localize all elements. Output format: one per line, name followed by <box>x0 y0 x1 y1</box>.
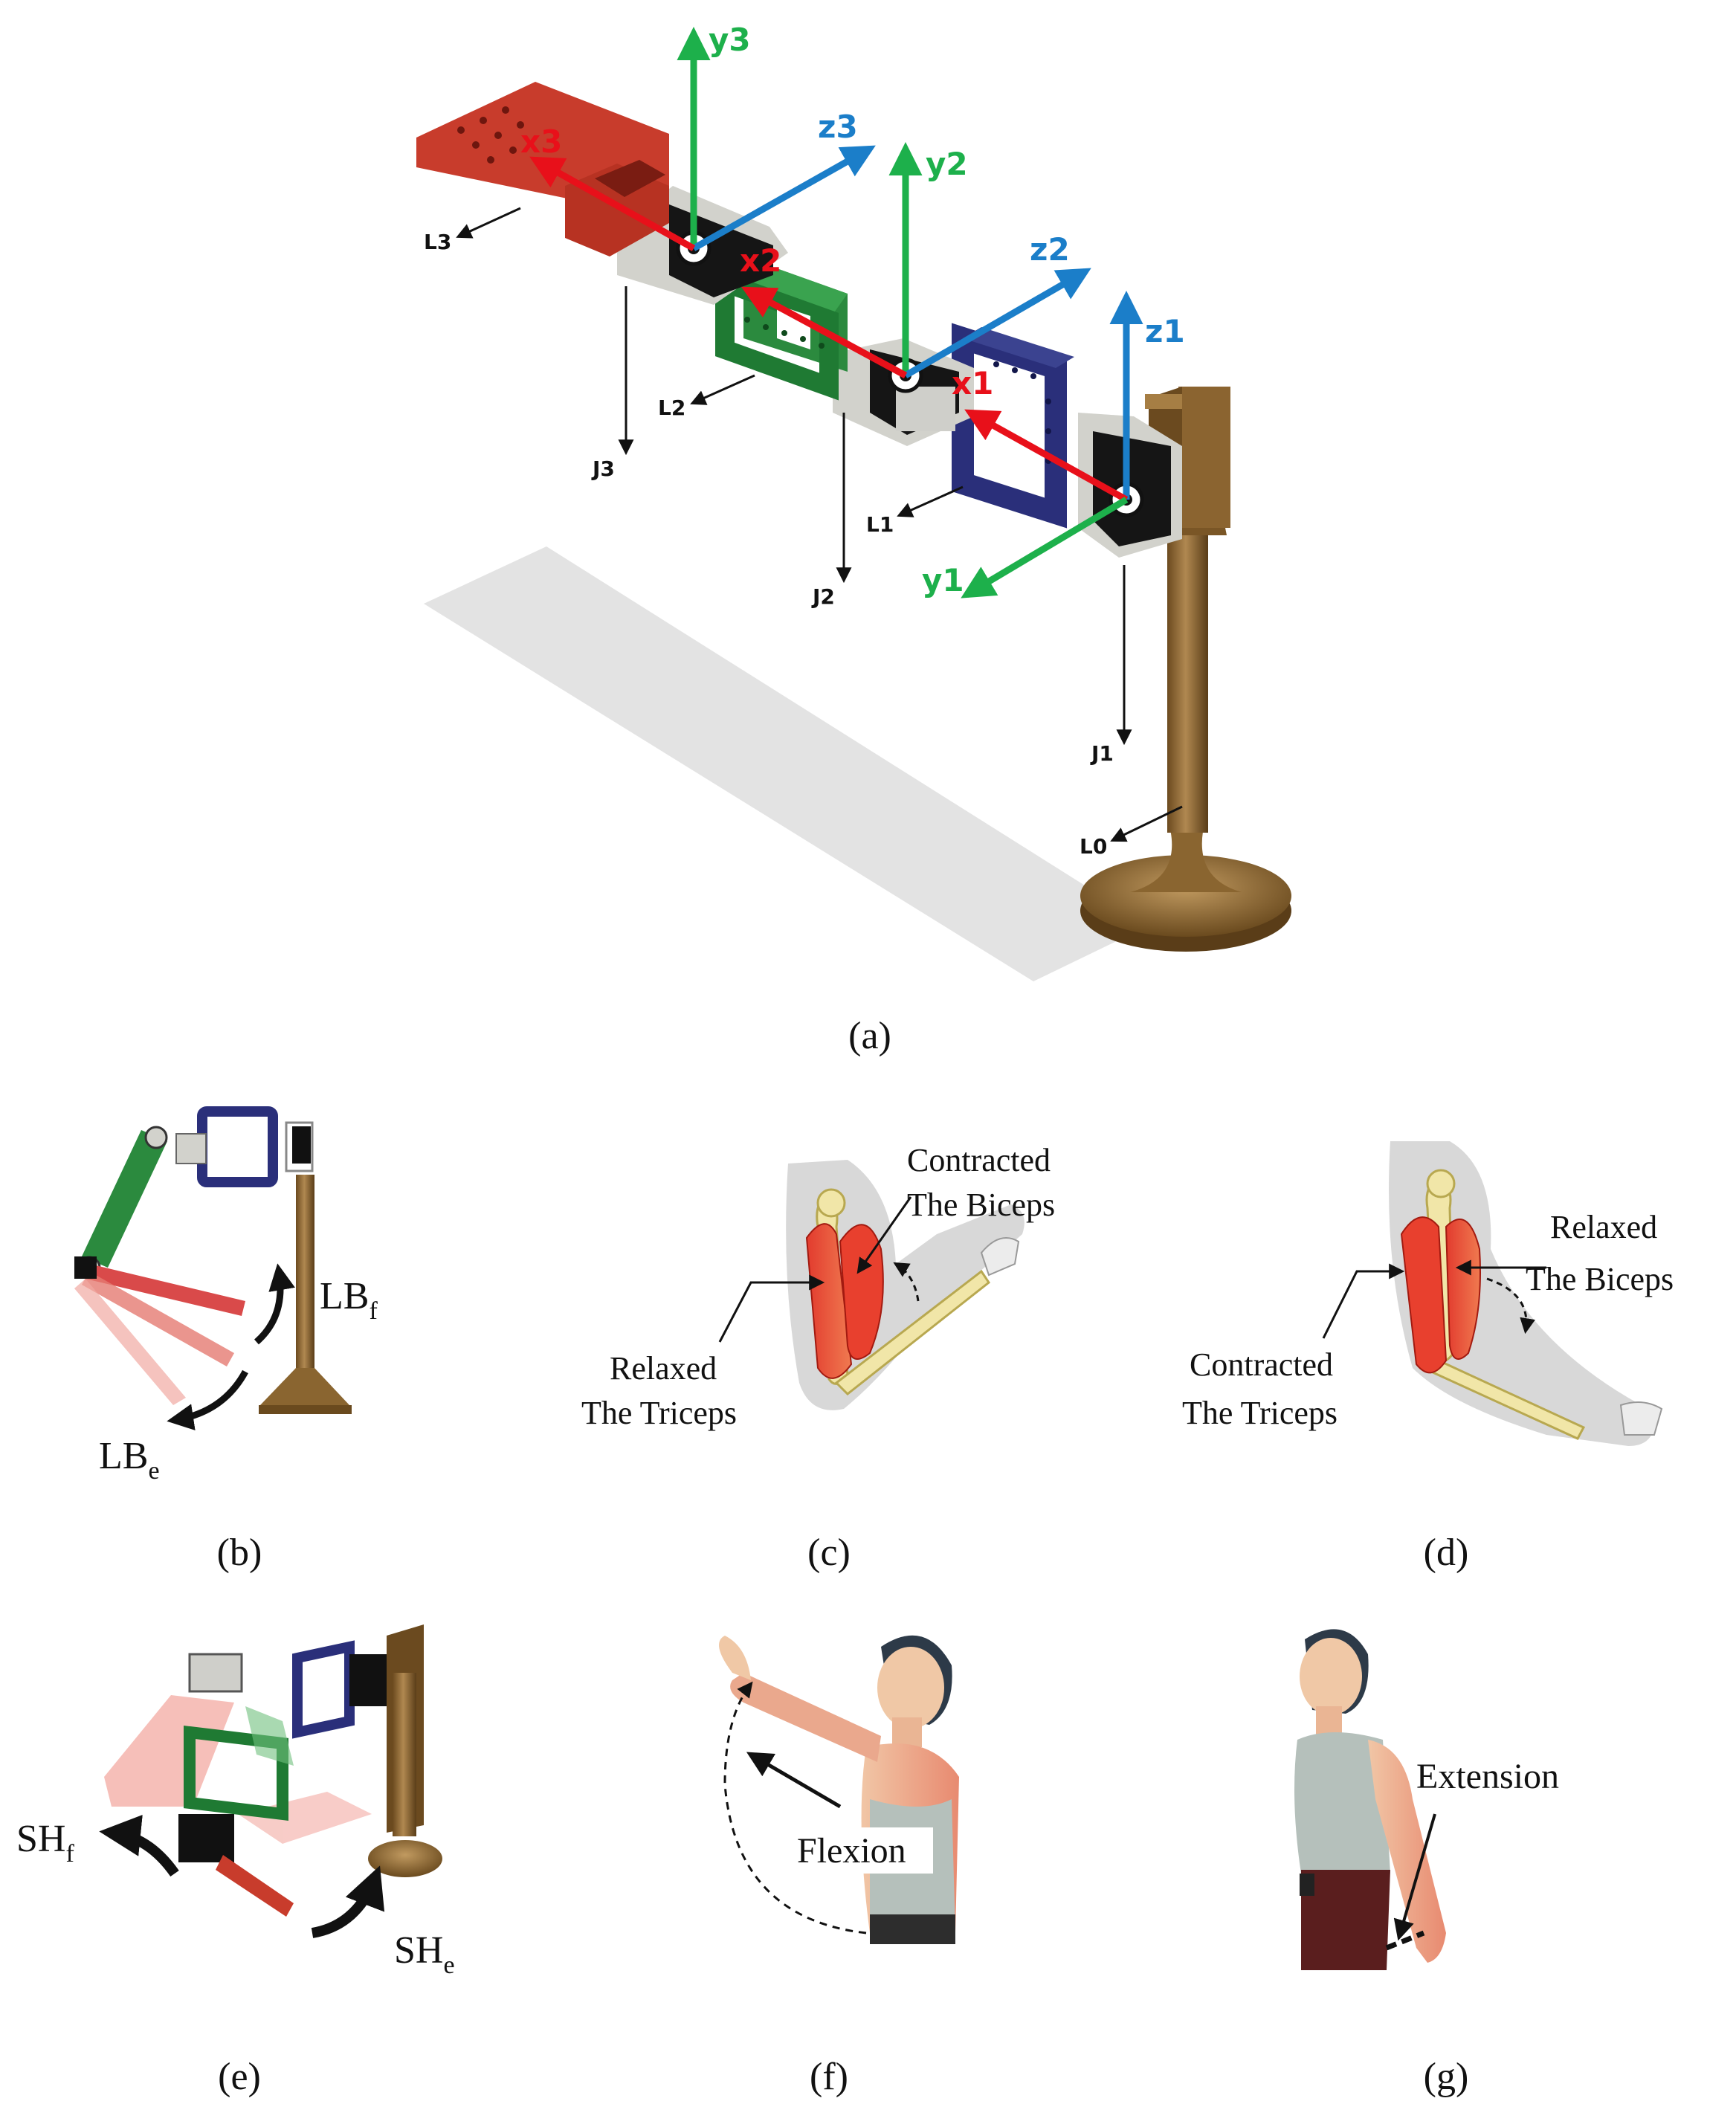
J3-label: J3 <box>591 456 615 481</box>
red-ghost-e <box>104 1695 372 1844</box>
muscles-d <box>1400 1216 1481 1374</box>
L0-leader <box>1110 805 1183 842</box>
extension-label: Extension <box>1416 1757 1559 1796</box>
panel-c: Contracted The Biceps Relaxed The Tricep… <box>581 1142 1055 1574</box>
hand-c <box>980 1237 1020 1277</box>
extension-leader-g <box>1393 1813 1436 1941</box>
LBe-label: LBe <box>99 1435 160 1485</box>
L1-label: L1 <box>866 512 894 537</box>
L2-label: L2 <box>658 396 685 420</box>
z1-label: z1 <box>1145 313 1185 349</box>
L3-label: L3 <box>424 230 451 254</box>
relaxed-biceps-line2: The Biceps <box>1526 1261 1674 1297</box>
caption-d: (d) <box>1424 1532 1469 1574</box>
extension-arrow-e <box>311 1865 385 1938</box>
contracted-biceps-line2: The Biceps <box>907 1187 1055 1223</box>
flexion-leader-f <box>746 1752 842 1809</box>
panel-b: LBf LBe (b) <box>74 1106 378 1574</box>
caption-g: (g) <box>1424 2056 1469 2098</box>
panel-a: y3 z3 x3 y2 z2 x2 z1 x1 y1 L3 L2 L1 L0 J… <box>416 22 1291 1057</box>
person-f <box>719 1635 959 1944</box>
flexion-arrow-b <box>254 1263 295 1345</box>
relaxed-triceps-line1: Relaxed <box>610 1350 717 1387</box>
contracted-triceps-line1: Contracted <box>1190 1346 1333 1383</box>
arm-floor-shadow <box>424 546 1149 981</box>
x3-axis <box>529 156 696 251</box>
caption-e: (e) <box>218 2056 261 2098</box>
red-forearm-b <box>74 1256 245 1405</box>
motion-arrow-d <box>1486 1277 1536 1335</box>
pedestal-b <box>259 1121 352 1414</box>
x1-axis <box>964 409 1129 503</box>
L2-leader <box>690 374 755 405</box>
x2-axis <box>741 286 908 378</box>
z2-axis <box>903 268 1091 378</box>
flexion-label: Flexion <box>797 1831 906 1871</box>
caption-b: (b) <box>217 1532 262 1574</box>
person-g <box>1294 1629 1446 1970</box>
callout-leaders <box>456 207 1183 842</box>
frame-2-axes <box>741 142 1091 378</box>
z3-label: z3 <box>818 109 858 145</box>
joint-e-1 <box>349 1654 387 1706</box>
frame-3-axes <box>529 27 876 251</box>
red-forearm-e <box>216 1855 294 1917</box>
triceps-leader-c <box>718 1274 825 1343</box>
relaxed-triceps-line2: The Triceps <box>581 1395 737 1431</box>
z3-axis <box>691 145 876 251</box>
blue-link-e <box>292 1640 355 1739</box>
panel-d: Relaxed The Biceps Contracted The Tricep… <box>1182 1141 1674 1574</box>
joint-b-1 <box>175 1133 207 1164</box>
relaxed-biceps-line1: Relaxed <box>1550 1209 1657 1245</box>
caption-f: (f) <box>810 2056 848 2098</box>
J2-label: J2 <box>811 584 835 609</box>
green-link-e <box>184 1725 288 1821</box>
SHe-label: SHe <box>394 1929 455 1979</box>
contracted-triceps-line2: The Triceps <box>1182 1395 1338 1431</box>
joint-e-black <box>178 1814 234 1862</box>
flexion-label-bg <box>792 1827 933 1874</box>
y2-label: y2 <box>926 146 968 182</box>
muscles-c <box>805 1223 884 1379</box>
panel-g: Extension (g) <box>1294 1629 1559 2098</box>
green-link-b <box>82 1130 167 1268</box>
x2-label: x2 <box>740 242 781 279</box>
blue-link-b <box>197 1106 278 1187</box>
caption-c: (c) <box>807 1532 851 1574</box>
flexion-path-f <box>723 1681 867 1934</box>
panel-f: Flexion (f) <box>719 1635 959 2098</box>
link-L1 <box>952 323 1074 529</box>
extension-arrow-b <box>167 1369 248 1430</box>
L1-leader <box>897 485 964 517</box>
hand-d <box>1619 1401 1663 1436</box>
motion-arrow-c <box>893 1262 920 1302</box>
LBf-label: LBf <box>320 1275 378 1325</box>
J1-label: J1 <box>1090 741 1114 766</box>
SHf-label: SHf <box>16 1818 74 1868</box>
biceps-leader-c <box>856 1196 912 1274</box>
caption-a: (a) <box>848 1015 891 1057</box>
L3-leader <box>456 207 521 239</box>
frame-1-axes <box>961 291 1143 598</box>
triceps-leader-d <box>1322 1263 1405 1339</box>
x3-label: x3 <box>520 123 562 160</box>
y1-axis <box>961 497 1129 598</box>
panel-e: SHf SHe (e) <box>16 1624 455 2098</box>
y3-label: y3 <box>709 22 751 58</box>
joint-e-gray <box>188 1653 243 1693</box>
L0-label: L0 <box>1080 834 1107 859</box>
z2-label: z2 <box>1030 231 1070 268</box>
y1-label: y1 <box>922 562 964 598</box>
contracted-biceps-line1: Contracted <box>907 1142 1051 1178</box>
link-L3 <box>416 82 669 256</box>
pedestal-e <box>368 1624 442 1877</box>
flexion-arrow-e <box>99 1815 179 1877</box>
x1-label: x1 <box>952 365 993 401</box>
